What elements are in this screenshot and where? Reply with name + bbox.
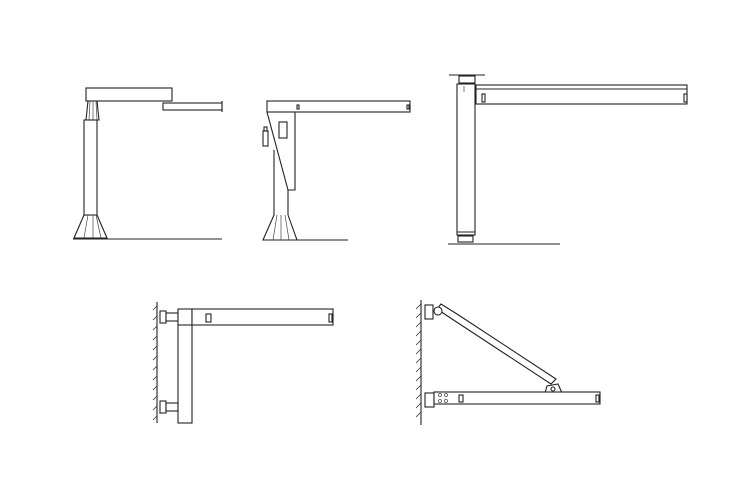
lower-bracket — [159, 400, 167, 414]
jib-arm — [191, 308, 334, 326]
lower-bracket — [424, 392, 435, 408]
pillar-jib-crane-2 — [262, 100, 411, 241]
pillar-jib-crane-1 — [73, 87, 223, 240]
base-flare — [73, 214, 108, 239]
column — [456, 83, 476, 236]
base-flare — [262, 214, 298, 241]
wall-jib-crane-tie-rod — [415, 300, 601, 425]
jib-arm — [475, 84, 688, 105]
tapered-plate — [266, 111, 296, 191]
bottom-bearing — [457, 235, 474, 243]
wall-jib-crane-bracket — [152, 302, 334, 424]
upper-bracket — [159, 310, 167, 324]
motor — [262, 130, 269, 147]
pillar — [83, 119, 98, 216]
slewing-head — [85, 100, 100, 121]
jib-arm — [433, 391, 601, 405]
column — [177, 308, 193, 424]
jib-arm — [266, 100, 411, 113]
floor-ceiling-jib-crane — [448, 74, 688, 245]
top-bearing — [458, 75, 476, 84]
extension-arm — [162, 102, 223, 111]
upper-bracket — [424, 304, 434, 320]
upper-pin — [433, 306, 443, 316]
control-box — [278, 121, 288, 139]
tie-rod — [436, 303, 557, 385]
jib-arm — [85, 87, 173, 102]
